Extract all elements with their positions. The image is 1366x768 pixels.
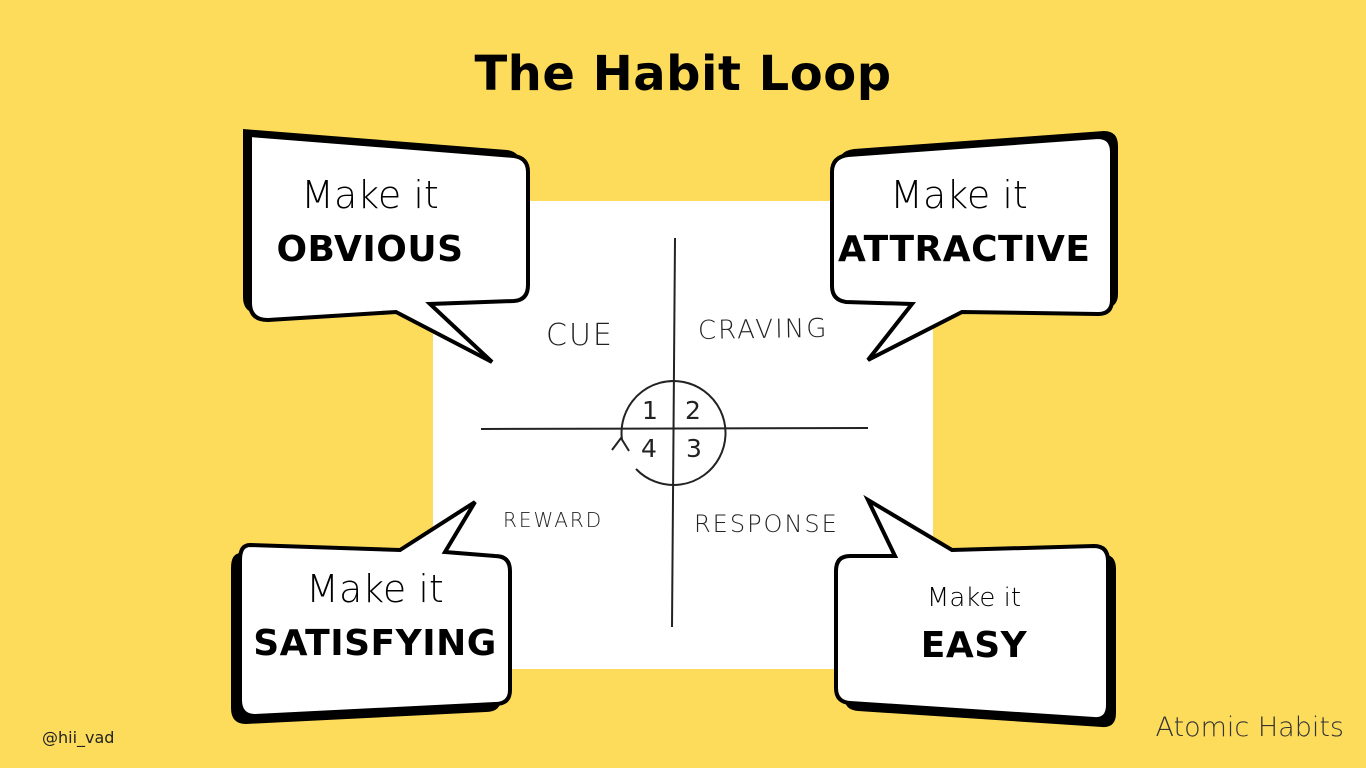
quadrant-label-craving: CRAVING [697,313,829,346]
book-title: Atomic Habits [1155,712,1344,743]
bubble-obvious [243,129,530,364]
bubble-prefix: Make it [890,173,1028,217]
loop-circle [620,380,727,487]
bubble-prefix: Make it [301,173,439,217]
bubble-keyword: OBVIOUS [276,229,464,270]
quadrant-label-reward: REWARD [503,508,604,532]
bubble-prefix: Make it [926,583,1022,613]
horizontal-axis [480,427,869,430]
bubble-keyword: ATTRACTIVE [838,229,1091,270]
quadrant-label-response: RESPONSE [694,510,839,538]
bubble-satisfying [231,500,512,724]
bubble-keyword: EASY [920,625,1028,666]
page-title: The Habit Loop [474,46,892,102]
quadrant-label-cue: CUE [546,318,614,353]
bubble-text-easy: Make it EASY [876,578,1072,674]
bubble-text-attractive: Make it ATTRACTIVE [838,168,1091,278]
bubble-text-satisfying: Make it SATISFYING [250,562,500,672]
bubble-prefix: Make it [306,567,444,611]
vertical-axis [671,237,676,628]
loop-number-1: 1 [642,396,658,425]
loop-number-4: 4 [641,434,657,463]
author-handle: @hii_vad [42,728,115,747]
loop-number-2: 2 [685,396,701,425]
loop-arrowhead [611,436,630,452]
bubble-keyword: SATISFYING [253,623,497,664]
bubble-text-obvious: Make it OBVIOUS [258,168,482,278]
bubble-attractive [830,131,1118,362]
bubble-easy [834,494,1116,728]
loop-number-3: 3 [686,434,702,463]
